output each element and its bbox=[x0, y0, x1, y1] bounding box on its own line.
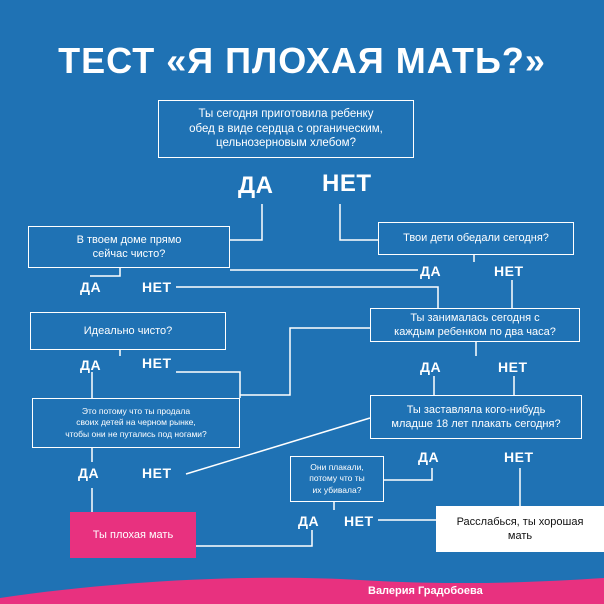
question-box-q1: Ты сегодня приготовила ребенку обед в ви… bbox=[158, 100, 414, 158]
answer-no-sold: НЕТ bbox=[142, 465, 172, 481]
answer-no-perfect: НЕТ bbox=[142, 355, 172, 371]
answer-no-lunch: НЕТ bbox=[494, 263, 524, 279]
question-box-sold: Это потому что ты продала своих детей на… bbox=[32, 398, 240, 448]
connector-q1-yes bbox=[230, 204, 263, 241]
result-bad-mother: Ты плохая мать bbox=[70, 512, 196, 558]
result-good-mother: Расслабься, ты хорошая мать bbox=[436, 506, 604, 552]
connector-kill-yes bbox=[196, 530, 313, 547]
answer-yes-clean: ДА bbox=[80, 279, 102, 295]
answer-yes-cry: ДА bbox=[418, 449, 440, 465]
footer-wave bbox=[0, 577, 604, 604]
answer-yes-kill: ДА bbox=[298, 513, 320, 529]
connector-hours-left bbox=[240, 327, 370, 396]
page-title: ТЕСТ «Я ПЛОХАЯ МАТЬ?» bbox=[58, 40, 546, 81]
question-box-perfect: Идеально чисто? bbox=[30, 312, 226, 350]
author-credit: Валерия Градобоева bbox=[368, 585, 483, 597]
answer-yes-perfect: ДА bbox=[80, 357, 102, 373]
answer-yes-hours: ДА bbox=[420, 359, 442, 375]
connector-cry-yes bbox=[384, 468, 433, 481]
connector-perfect-no bbox=[176, 371, 241, 398]
answer-yes-q1: ДА bbox=[238, 172, 274, 199]
question-box-hours: Ты занималась сегодня с каждым ребенком … bbox=[370, 308, 580, 342]
answer-no-q1: НЕТ bbox=[322, 170, 372, 197]
connector-q1-no bbox=[339, 204, 378, 241]
question-box-cry: Ты заставляла кого-нибудь младше 18 лет … bbox=[370, 395, 582, 439]
question-box-clean: В твоем доме прямо сейчас чисто? bbox=[28, 226, 230, 268]
connector-sold-no bbox=[185, 417, 371, 475]
question-box-lunch: Твои дети обедали сегодня? bbox=[378, 222, 574, 255]
answer-yes-lunch: ДА bbox=[420, 263, 442, 279]
answer-yes-sold: ДА bbox=[78, 465, 100, 481]
answer-no-kill: НЕТ bbox=[344, 513, 374, 529]
connector-clean-no bbox=[176, 286, 439, 308]
answer-no-cry: НЕТ bbox=[504, 449, 534, 465]
answer-no-hours: НЕТ bbox=[498, 359, 528, 375]
connector-clean-answers bbox=[90, 268, 121, 277]
question-box-kill: Они плакали, потому что ты их убивала? bbox=[290, 456, 384, 502]
answer-no-clean: НЕТ bbox=[142, 279, 172, 295]
